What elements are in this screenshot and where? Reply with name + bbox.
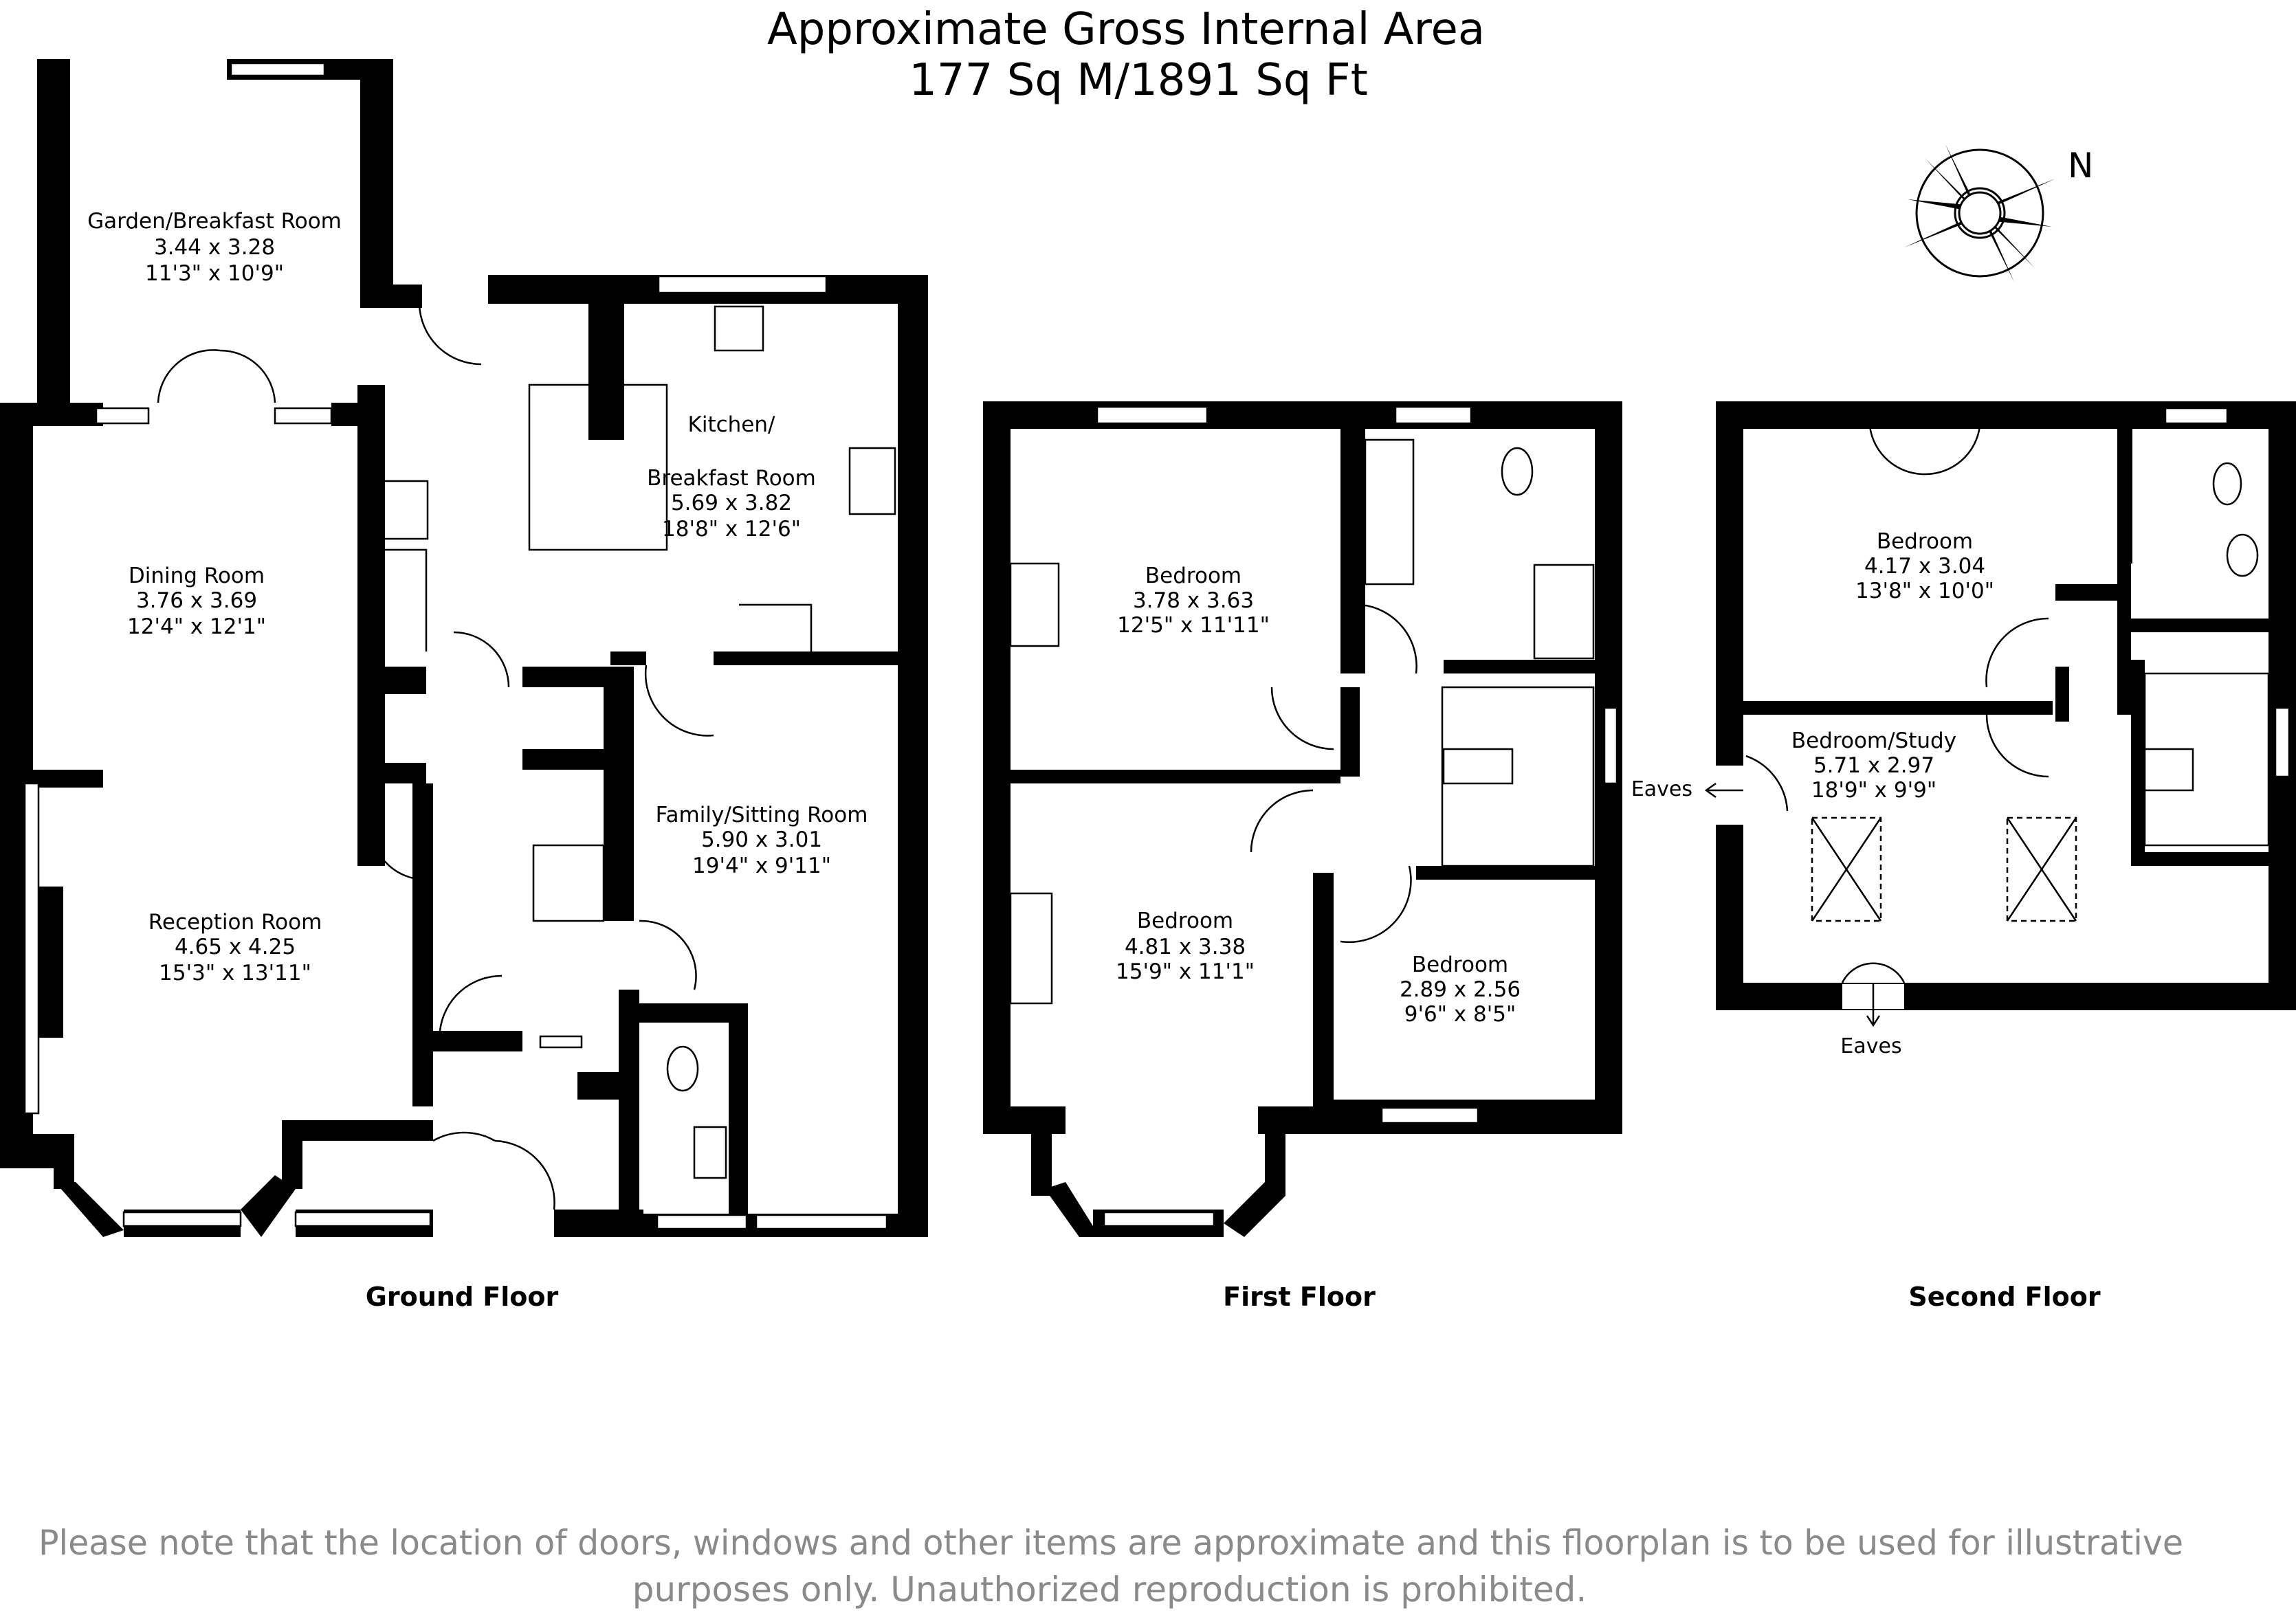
room-name-line2: Breakfast Room: [647, 466, 816, 491]
room-metric: 5.69 x 3.82: [671, 491, 792, 515]
room-metric: 4.81 x 3.38: [1125, 935, 1246, 959]
eaves-label-bottom: Eaves: [1840, 1034, 1901, 1058]
room-garden-breakfast: Garden/Breakfast Room 3.44 x 3.28 11'3" …: [87, 209, 342, 286]
room-imperial: 12'4" x 12'1": [127, 614, 266, 639]
room-imperial: 15'9" x 11'1": [1116, 959, 1255, 984]
room-imperial: 19'4" x 9'11": [692, 854, 831, 878]
second-floor-plan: [1704, 401, 2296, 1027]
room-name: Bedroom: [1145, 564, 1241, 588]
disclaimer-line2: purposes only. Unauthorized reproduction…: [632, 1570, 1587, 1610]
room-name: Kitchen/: [688, 412, 776, 437]
room-name: Garden/Breakfast Room: [87, 209, 342, 234]
floor-label-ground: Ground Floor: [366, 1282, 559, 1312]
room-second-bedroom: Bedroom 4.17 x 3.04 13'8" x 10'0": [1855, 529, 1994, 603]
area-title-line2: 177 Sq M/1891 Sq Ft: [909, 55, 1368, 106]
room-imperial: 18'8" x 12'6": [662, 517, 801, 542]
eaves-label-left: Eaves: [1631, 777, 1692, 801]
room-name: Reception Room: [148, 910, 322, 935]
room-metric: 3.76 x 3.69: [136, 588, 257, 613]
room-name: Family/Sitting Room: [656, 803, 868, 827]
room-metric: 4.65 x 4.25: [175, 935, 296, 959]
room-dining: Dining Room 3.76 x 3.69 12'4" x 12'1": [127, 564, 266, 639]
room-metric: 4.17 x 3.04: [1864, 554, 1985, 579]
room-imperial: 13'8" x 10'0": [1855, 579, 1994, 603]
room-imperial: 11'3" x 10'9": [145, 261, 284, 286]
room-metric: 5.71 x 2.97: [1813, 753, 1934, 778]
area-title-line1: Approximate Gross Internal Area: [767, 4, 1485, 55]
room-first-bedroom-3: Bedroom 2.89 x 2.56 9'6" x 8'5": [1400, 953, 1521, 1027]
room-metric: 2.89 x 2.56: [1400, 977, 1521, 1002]
compass-north-label: N: [2068, 146, 2093, 186]
room-name: Bedroom: [1412, 953, 1508, 977]
room-metric: 5.90 x 3.01: [701, 827, 822, 852]
room-reception: Reception Room 4.65 x 4.25 15'3" x 13'11…: [148, 910, 322, 985]
room-name: Bedroom: [1877, 529, 1973, 554]
room-imperial: 9'6" x 8'5": [1404, 1002, 1516, 1027]
floor-label-second: Second Floor: [1908, 1282, 2100, 1312]
room-name: Bedroom/Study: [1791, 728, 1956, 753]
room-name: Bedroom: [1137, 909, 1233, 933]
floor-label-first: First Floor: [1223, 1282, 1376, 1312]
room-family-sitting: Family/Sitting Room 5.90 x 3.01 19'4" x …: [656, 803, 868, 878]
room-metric: 3.78 x 3.63: [1133, 588, 1254, 613]
disclaimer-line1: Please note that the location of doors, …: [38, 1523, 2183, 1563]
room-imperial: 18'9" x 9'9": [1811, 778, 1936, 803]
room-name: Dining Room: [129, 564, 265, 588]
room-imperial: 12'5" x 11'11": [1117, 613, 1270, 638]
first-floor-plan: [983, 401, 1622, 1237]
room-metric: 3.44 x 3.28: [154, 235, 275, 260]
compass-rose-icon: [1904, 144, 2055, 282]
ground-floor-plan: [0, 59, 928, 1237]
room-second-bedroom-study: Bedroom/Study 5.71 x 2.97 18'9" x 9'9": [1791, 728, 1956, 803]
room-first-bedroom-1: Bedroom 3.78 x 3.63 12'5" x 11'11": [1117, 564, 1270, 638]
room-imperial: 15'3" x 13'11": [159, 961, 311, 985]
room-first-bedroom-2: Bedroom 4.81 x 3.38 15'9" x 11'1": [1116, 909, 1255, 984]
room-kitchen-breakfast: Kitchen/ Breakfast Room 5.69 x 3.82 18'8…: [647, 412, 816, 542]
